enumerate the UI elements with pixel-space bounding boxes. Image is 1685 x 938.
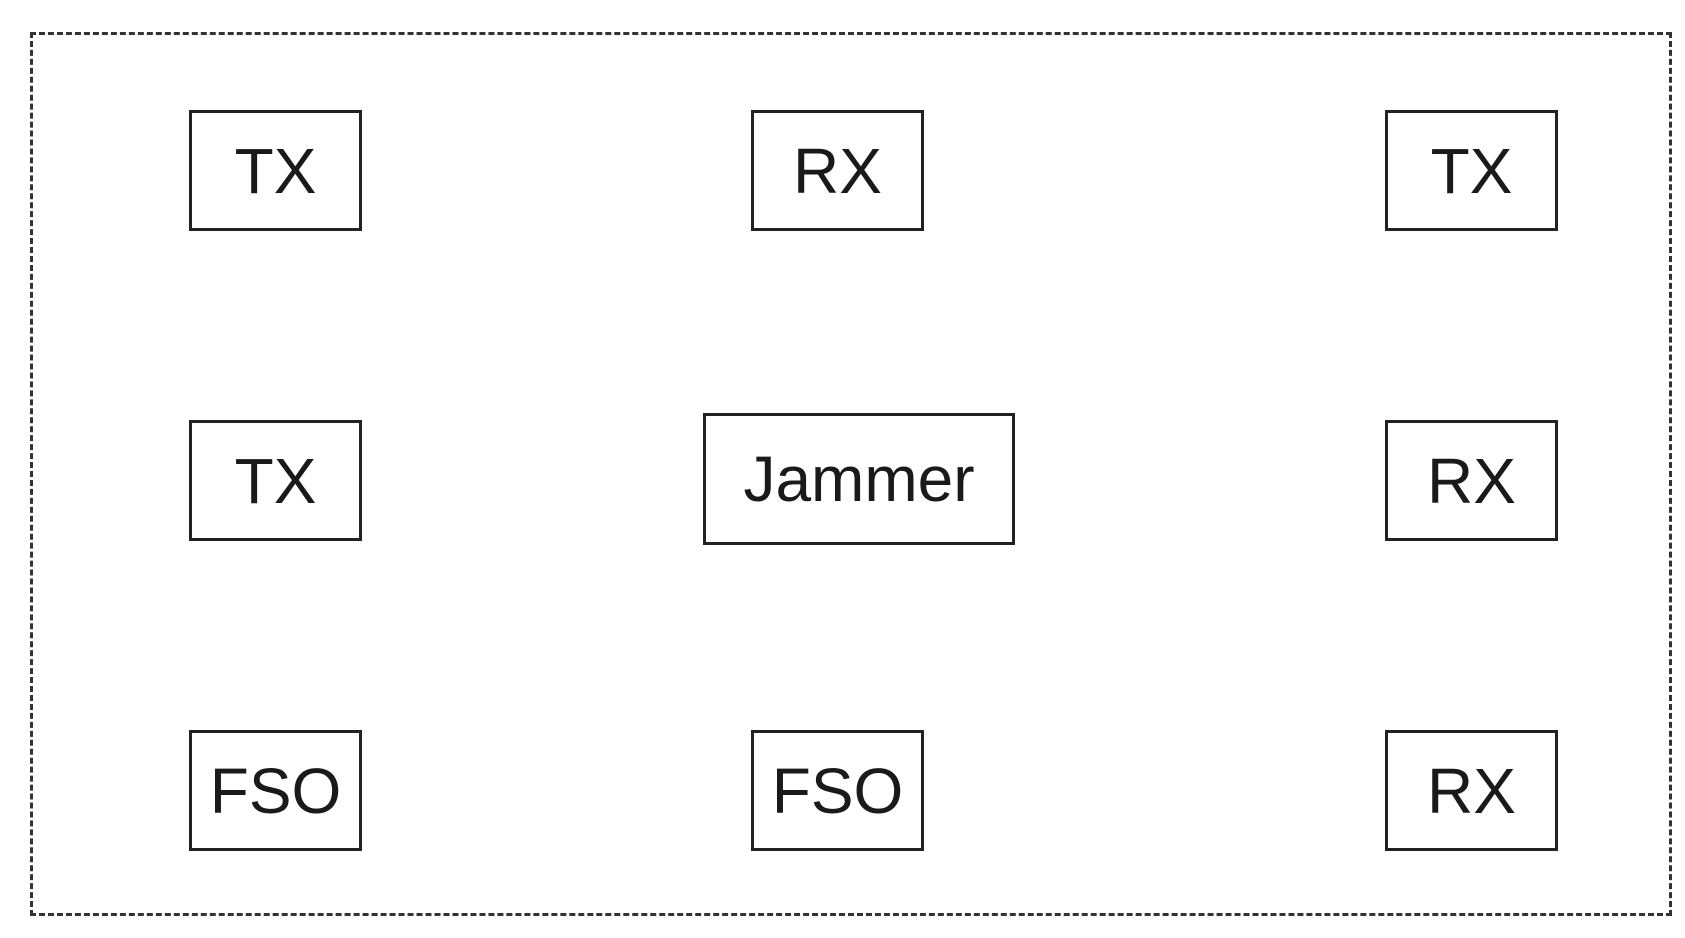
rx-node-top-center: RX <box>751 110 924 231</box>
jammer-node: Jammer <box>703 413 1015 545</box>
fso-node-bottom-center: FSO <box>751 730 924 851</box>
rx-node-bottom-right: RX <box>1385 730 1558 851</box>
dashed-boundary <box>30 32 1672 916</box>
tx-node-top-left: TX <box>189 110 362 231</box>
tx-node-top-right: TX <box>1385 110 1558 231</box>
fso-node-bottom-left: FSO <box>189 730 362 851</box>
tx-node-middle-left: TX <box>189 420 362 541</box>
rx-node-middle-right: RX <box>1385 420 1558 541</box>
